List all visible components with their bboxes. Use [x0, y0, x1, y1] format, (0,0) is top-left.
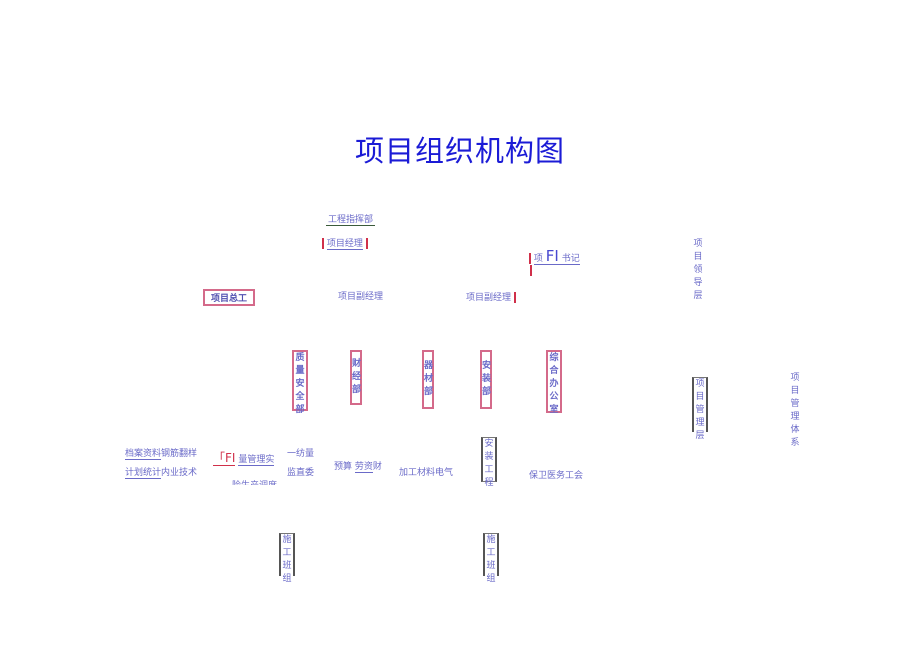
install-engineering-box: 安装工程 [481, 437, 497, 488]
dept-finance: 财经部 [350, 350, 362, 405]
construction-team-2: 施工班组 [483, 533, 499, 584]
duty-misc-2: 监直委 [287, 468, 315, 478]
duty-quality: 「FI 量管理实 [213, 451, 275, 466]
vice-manager-2: 项目副经理 [466, 290, 516, 303]
duty-misc-1: 一纺量 [287, 449, 315, 459]
duty-budget: 预算 劳资财 [334, 462, 382, 473]
command-label: 工程指挥部 [326, 212, 376, 226]
dept-equipment: 器材部 [422, 350, 434, 409]
construction-team-1: 施工班组 [279, 533, 295, 584]
duty-plan: 计划统计内业技术 [125, 468, 198, 479]
manager-label: 项目经理 [322, 236, 368, 250]
dept-quality-safety: 质量安全部 [292, 350, 308, 415]
duty-archive: 档案资料钢筋翻样 [125, 449, 198, 460]
dept-installation: 安装部 [480, 350, 492, 409]
page-title: 项目组织机构图 [354, 134, 565, 168]
secretary-label: 项 FI 书记 [529, 247, 580, 265]
chief-engineer-box: 项目总工 [203, 289, 256, 306]
leadership-layer-label: 项目领导层 [693, 239, 703, 301]
duty-security: 保卫医务工会 [529, 471, 584, 481]
dept-general-office: 综合办公室 [546, 350, 562, 415]
management-layer-box: 项目管理层 [692, 377, 708, 441]
duty-material: 加工材料电气 [399, 468, 454, 478]
management-system-label: 项目管理体系 [790, 373, 800, 448]
vice-manager-1: 项目副经理 [338, 292, 384, 302]
bar-mark [530, 265, 532, 276]
duty-safety: 险生产调度 [232, 478, 277, 485]
